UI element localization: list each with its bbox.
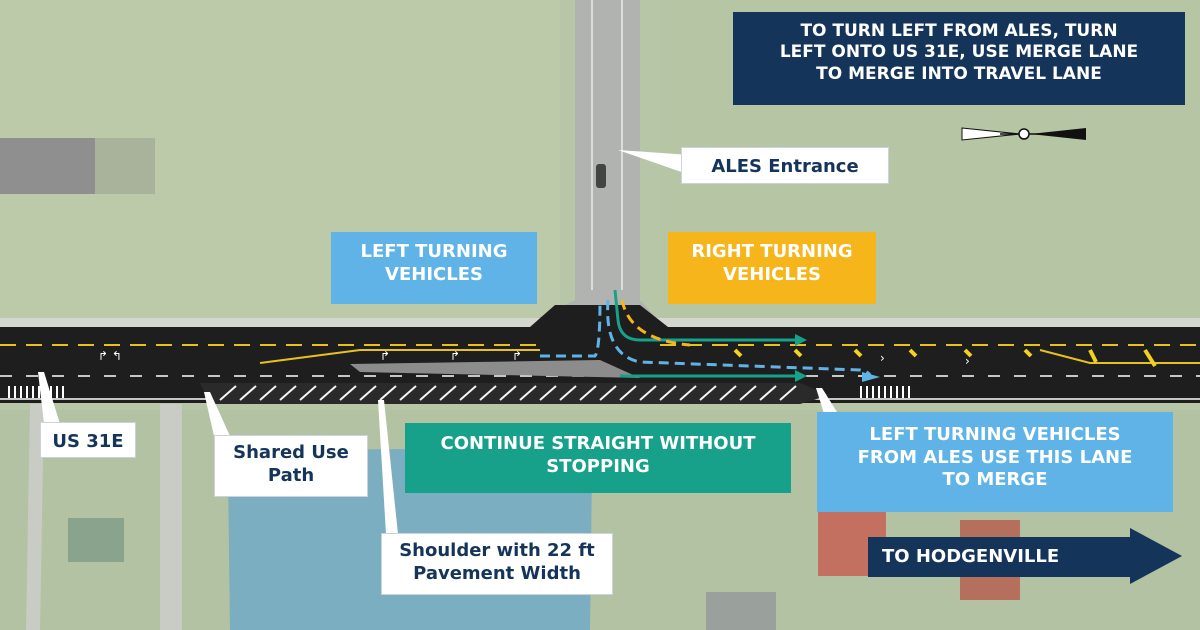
shared-use-path-line-1: Shared Use	[233, 442, 349, 463]
right-turning-vehicles-label: RIGHT TURNING VEHICLES	[668, 232, 876, 304]
merge-taper-east	[1039, 349, 1200, 364]
svg-text:↱: ↱	[380, 349, 390, 363]
entrance-road-edge	[591, 0, 623, 290]
continue-straight-line-1: CONTINUE STRAIGHT WITHOUT	[440, 433, 756, 454]
left-turn-in-path	[540, 299, 602, 358]
turn-left-instruction-callout: TO TURN LEFT FROM ALES, TURN LEFT ONTO U…	[733, 12, 1185, 105]
median-hatch-marks	[733, 348, 1157, 368]
svg-text:↱: ↱	[450, 349, 460, 363]
through-arrowhead-lower	[795, 370, 807, 382]
house-yard	[95, 138, 155, 194]
continue-straight-line-2: STOPPING	[546, 455, 650, 477]
svg-text:›: ›	[880, 351, 885, 365]
merge-lane-line-2: FROM ALES USE THIS LANE	[857, 446, 1133, 468]
right-turning-line-1: RIGHT TURNING	[691, 241, 853, 262]
continue-straight-label: CONTINUE STRAIGHT WITHOUT STOPPING	[405, 423, 791, 493]
instruction-line-2: LEFT ONTO US 31E, USE MERGE LANE	[779, 42, 1139, 63]
merge-lane-line-1: LEFT TURNING VEHICLES	[869, 424, 1121, 445]
crosswalk-east	[860, 386, 910, 398]
shoulder-line-2: Pavement Width	[413, 562, 581, 584]
shared-use-path-label: Shared Use Path	[214, 435, 368, 497]
shoulder-hatch	[219, 385, 797, 401]
right-turning-line-2: VEHICLES	[723, 263, 821, 285]
right-arrow-icon	[1130, 528, 1182, 584]
svg-text:↱: ↱	[512, 349, 522, 363]
left-turning-line-1: LEFT TURNING	[360, 241, 508, 262]
hodgenville-text: TO HODGENVILLE	[882, 546, 1060, 567]
north-arrow-icon	[961, 127, 1086, 141]
left-turning-line-2: VEHICLES	[385, 263, 483, 285]
svg-text:›: ›	[965, 354, 970, 368]
house-roof	[0, 138, 95, 194]
right-turn-path	[620, 299, 691, 347]
shoulder-line-1: Shoulder with 22 ft	[399, 540, 595, 561]
shared-use-path-line-2: Path	[267, 464, 315, 486]
turn-lane-taper	[259, 349, 540, 364]
shoulder-label: Shoulder with 22 ft Pavement Width	[381, 533, 613, 595]
south-driveway	[160, 404, 182, 630]
merge-lane-line-3: TO MERGE	[942, 469, 1048, 490]
pavement-arrows: ↱ ↰ ↱ ↱ ↱ › ›	[98, 349, 970, 368]
left-turning-vehicles-label: LEFT TURNING VEHICLES	[331, 232, 537, 304]
instruction-line-1: TO TURN LEFT FROM ALES, TURN	[800, 21, 1118, 41]
ales-entrance-text: ALES Entrance	[711, 156, 859, 177]
shed-roof	[68, 518, 124, 562]
channelizing-island	[350, 360, 640, 378]
side-path	[26, 404, 44, 630]
ales-entrance-label: ALES Entrance	[681, 147, 889, 184]
ales-entrance-road	[530, 0, 660, 322]
barn-roof	[706, 592, 776, 630]
road-name-label: US 31E	[40, 422, 136, 458]
instruction-line-3: TO MERGE INTO TRAVEL LANE	[816, 63, 1102, 84]
hodgenville-direction-label: TO HODGENVILLE	[868, 537, 1130, 577]
parked-vehicle	[596, 164, 606, 188]
through-arrowhead-upper	[795, 334, 807, 346]
svg-text:↱ ↰: ↱ ↰	[98, 349, 122, 363]
left-turn-out-path	[606, 299, 872, 377]
merge-lane-label: LEFT TURNING VEHICLES FROM ALES USE THIS…	[817, 412, 1173, 512]
through-movement-upper	[613, 289, 795, 342]
road-name-text: US 31E	[52, 431, 124, 452]
merge-arrowhead	[862, 372, 880, 382]
